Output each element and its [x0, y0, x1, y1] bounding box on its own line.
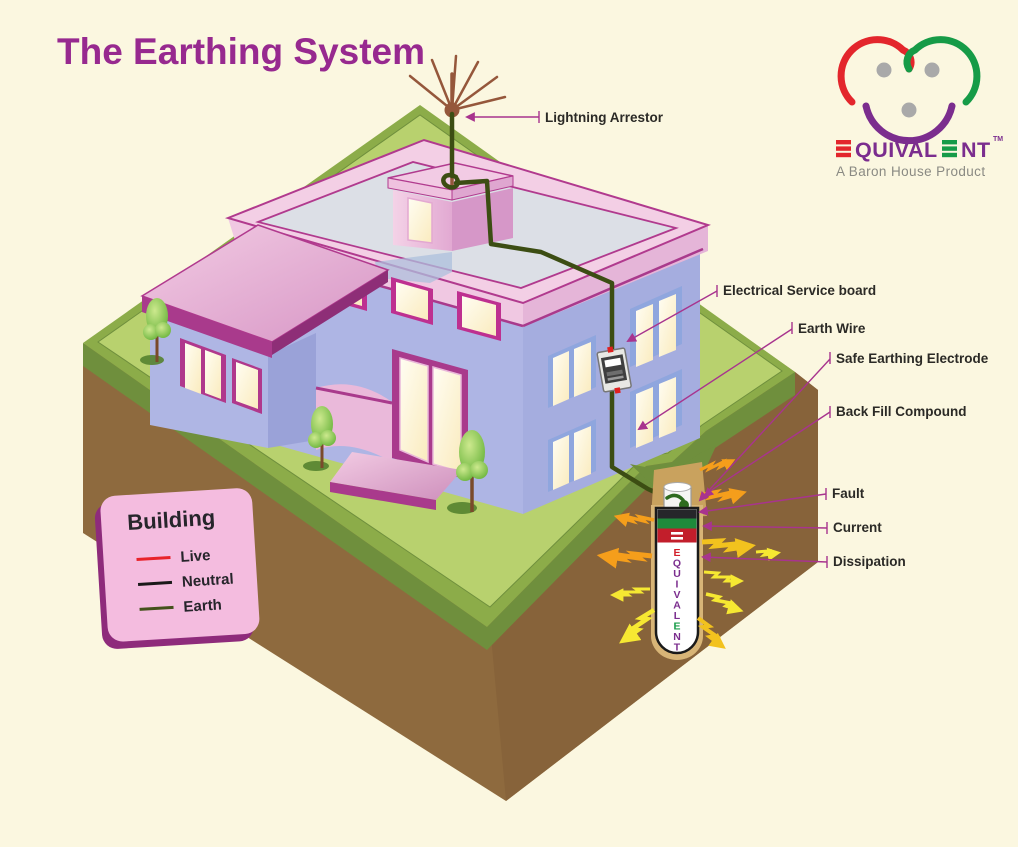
electrode-band-red	[657, 528, 697, 543]
electrode-letter: V	[673, 589, 680, 601]
tree	[447, 430, 488, 514]
safe-earthing-electrode: E Q U I V A L E N T	[651, 482, 703, 660]
annex-wing	[140, 224, 390, 448]
leader-fault	[698, 488, 827, 516]
callout-labels: Lightning Arrestor Electrical Service bo…	[545, 110, 989, 569]
logo-mark-icon	[837, 36, 981, 145]
electrode-brand-text: E Q U I V A L E N T	[673, 547, 681, 654]
earth-wire	[441, 111, 670, 501]
porch-side-wall	[316, 384, 392, 462]
legend-label-neutral: Neutral	[181, 571, 234, 591]
bolt-icon	[596, 547, 653, 569]
label-earth-wire: Earth Wire	[798, 321, 866, 336]
bolt-icon	[705, 592, 744, 615]
annex-right-wall	[268, 333, 316, 448]
porch	[315, 384, 462, 510]
window	[630, 286, 682, 367]
electrode-letter: N	[673, 631, 681, 643]
bolt-icon	[755, 547, 782, 562]
electrode-body	[654, 506, 700, 655]
label-fault: Fault	[832, 486, 865, 501]
legend-line-earth	[139, 605, 174, 611]
label-electrical-service-board: Electrical Service board	[723, 283, 876, 298]
electrode-letter: U	[673, 568, 681, 580]
penthouse-right	[452, 188, 513, 251]
porch-trim	[315, 386, 393, 405]
leader-earth-wire	[637, 322, 793, 431]
label-safe-earthing-electrode: Safe Earthing Electrode	[836, 351, 989, 366]
electrode-letter: T	[674, 642, 681, 654]
window	[457, 291, 501, 341]
logo-wordmark: QUIVAL NT TM A Baron House Product	[836, 136, 1003, 179]
pit-grass-dip	[630, 446, 716, 489]
electrode-letter: I	[676, 579, 679, 591]
leader-dissipation	[701, 552, 828, 568]
leader-current	[702, 521, 828, 534]
electrode-band-green	[657, 518, 697, 529]
window	[180, 338, 226, 403]
window	[391, 277, 433, 325]
leader-lightning-arrestor	[465, 111, 540, 123]
label-current: Current	[833, 520, 882, 535]
bolt-icon	[701, 538, 756, 558]
bolt-icon	[609, 587, 650, 602]
logo-letter-e-green	[942, 140, 957, 158]
bolt-icon	[619, 608, 656, 644]
annex-fascia-front	[142, 296, 272, 358]
logo-letter-e-red	[836, 140, 851, 158]
tree	[303, 406, 336, 471]
legend-line-live	[136, 555, 171, 562]
legend-label-earth: Earth	[183, 596, 222, 615]
logo-tm: TM	[993, 136, 1003, 143]
electrode-letter: E	[673, 547, 680, 559]
page-title: The Earthing System	[57, 31, 425, 72]
label-lightning-arrestor: Lightning Arrestor	[545, 110, 664, 125]
parapet-right-face	[523, 225, 708, 327]
logo-text-mid: QUIVAL	[855, 138, 938, 162]
penthouse-door	[407, 197, 433, 244]
leader-safe-earthing-electrode	[698, 352, 831, 502]
roof-shadow	[375, 252, 452, 283]
entrance-door	[392, 349, 468, 480]
window	[548, 335, 596, 408]
bolt-icon	[696, 616, 726, 649]
legend-box: Building Live Neutral Earth	[94, 488, 260, 649]
electrode-band-dark	[657, 509, 697, 519]
label-back-fill-compound: Back Fill Compound	[836, 404, 967, 419]
arrestor-ball	[444, 102, 460, 118]
electrode-letter: Q	[673, 558, 681, 570]
equivalent-logo: QUIVAL NT TM A Baron House Product	[836, 36, 1003, 179]
bolt-icon	[699, 458, 736, 473]
window	[548, 419, 596, 492]
legend-title: Building	[126, 505, 215, 535]
bolt-icon	[703, 570, 745, 588]
electrode-letter: A	[673, 600, 681, 612]
electrode-letter: E	[673, 621, 680, 633]
tree	[140, 298, 171, 365]
legend-panel	[100, 488, 260, 642]
logo-text-end: NT	[961, 138, 991, 162]
window	[232, 358, 262, 414]
legend-line-neutral	[137, 580, 173, 586]
porch-ramp-edge	[330, 482, 436, 510]
label-dissipation: Dissipation	[833, 554, 906, 569]
callout-leaders	[465, 111, 831, 568]
annex-fascia-right	[272, 270, 388, 355]
leader-back-fill-compound	[703, 406, 831, 498]
porch-ramp	[330, 452, 462, 500]
electrode-letter: L	[674, 610, 681, 622]
lawn-side-right	[487, 372, 795, 650]
electrical-service-board	[596, 346, 632, 394]
leader-electrical-service-board	[626, 285, 718, 342]
penthouse-cap-right	[451, 175, 514, 201]
trees	[140, 298, 488, 514]
bolt-icon	[613, 512, 655, 527]
legend-label-live: Live	[180, 547, 211, 566]
logo-tagline: A Baron House Product	[836, 164, 985, 179]
